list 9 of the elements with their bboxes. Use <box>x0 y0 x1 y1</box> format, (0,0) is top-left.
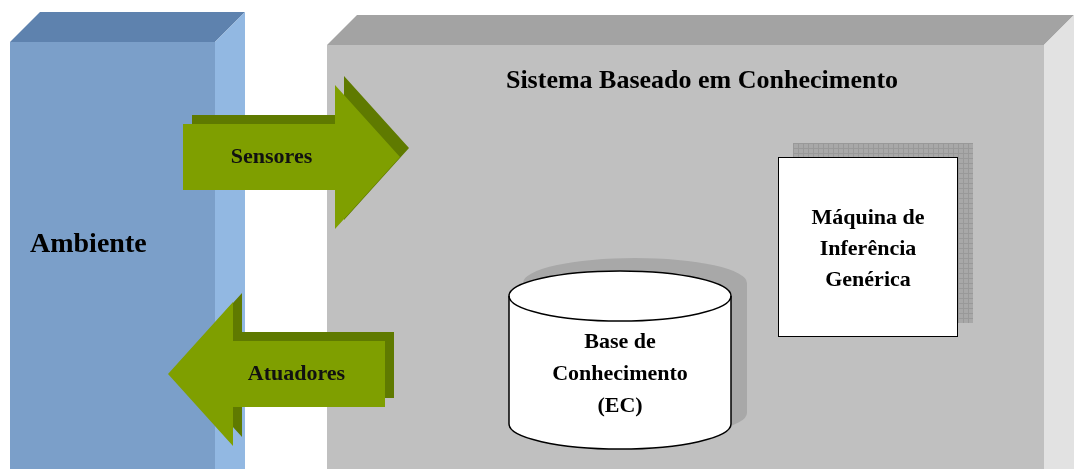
node-label: Ambiente <box>30 226 147 260</box>
node-label: Sistema Baseado em Conhecimento <box>504 64 900 96</box>
block-arrow <box>183 76 409 229</box>
block-arrow <box>168 293 394 446</box>
edge-label: Atuadores <box>247 359 346 387</box>
edge-label: Sensores <box>230 142 313 170</box>
node-label: Máquina de Inferência Genérica <box>811 202 925 293</box>
process-box <box>778 157 958 337</box>
node-label: Base de Conhecimento (EC) <box>551 327 689 419</box>
